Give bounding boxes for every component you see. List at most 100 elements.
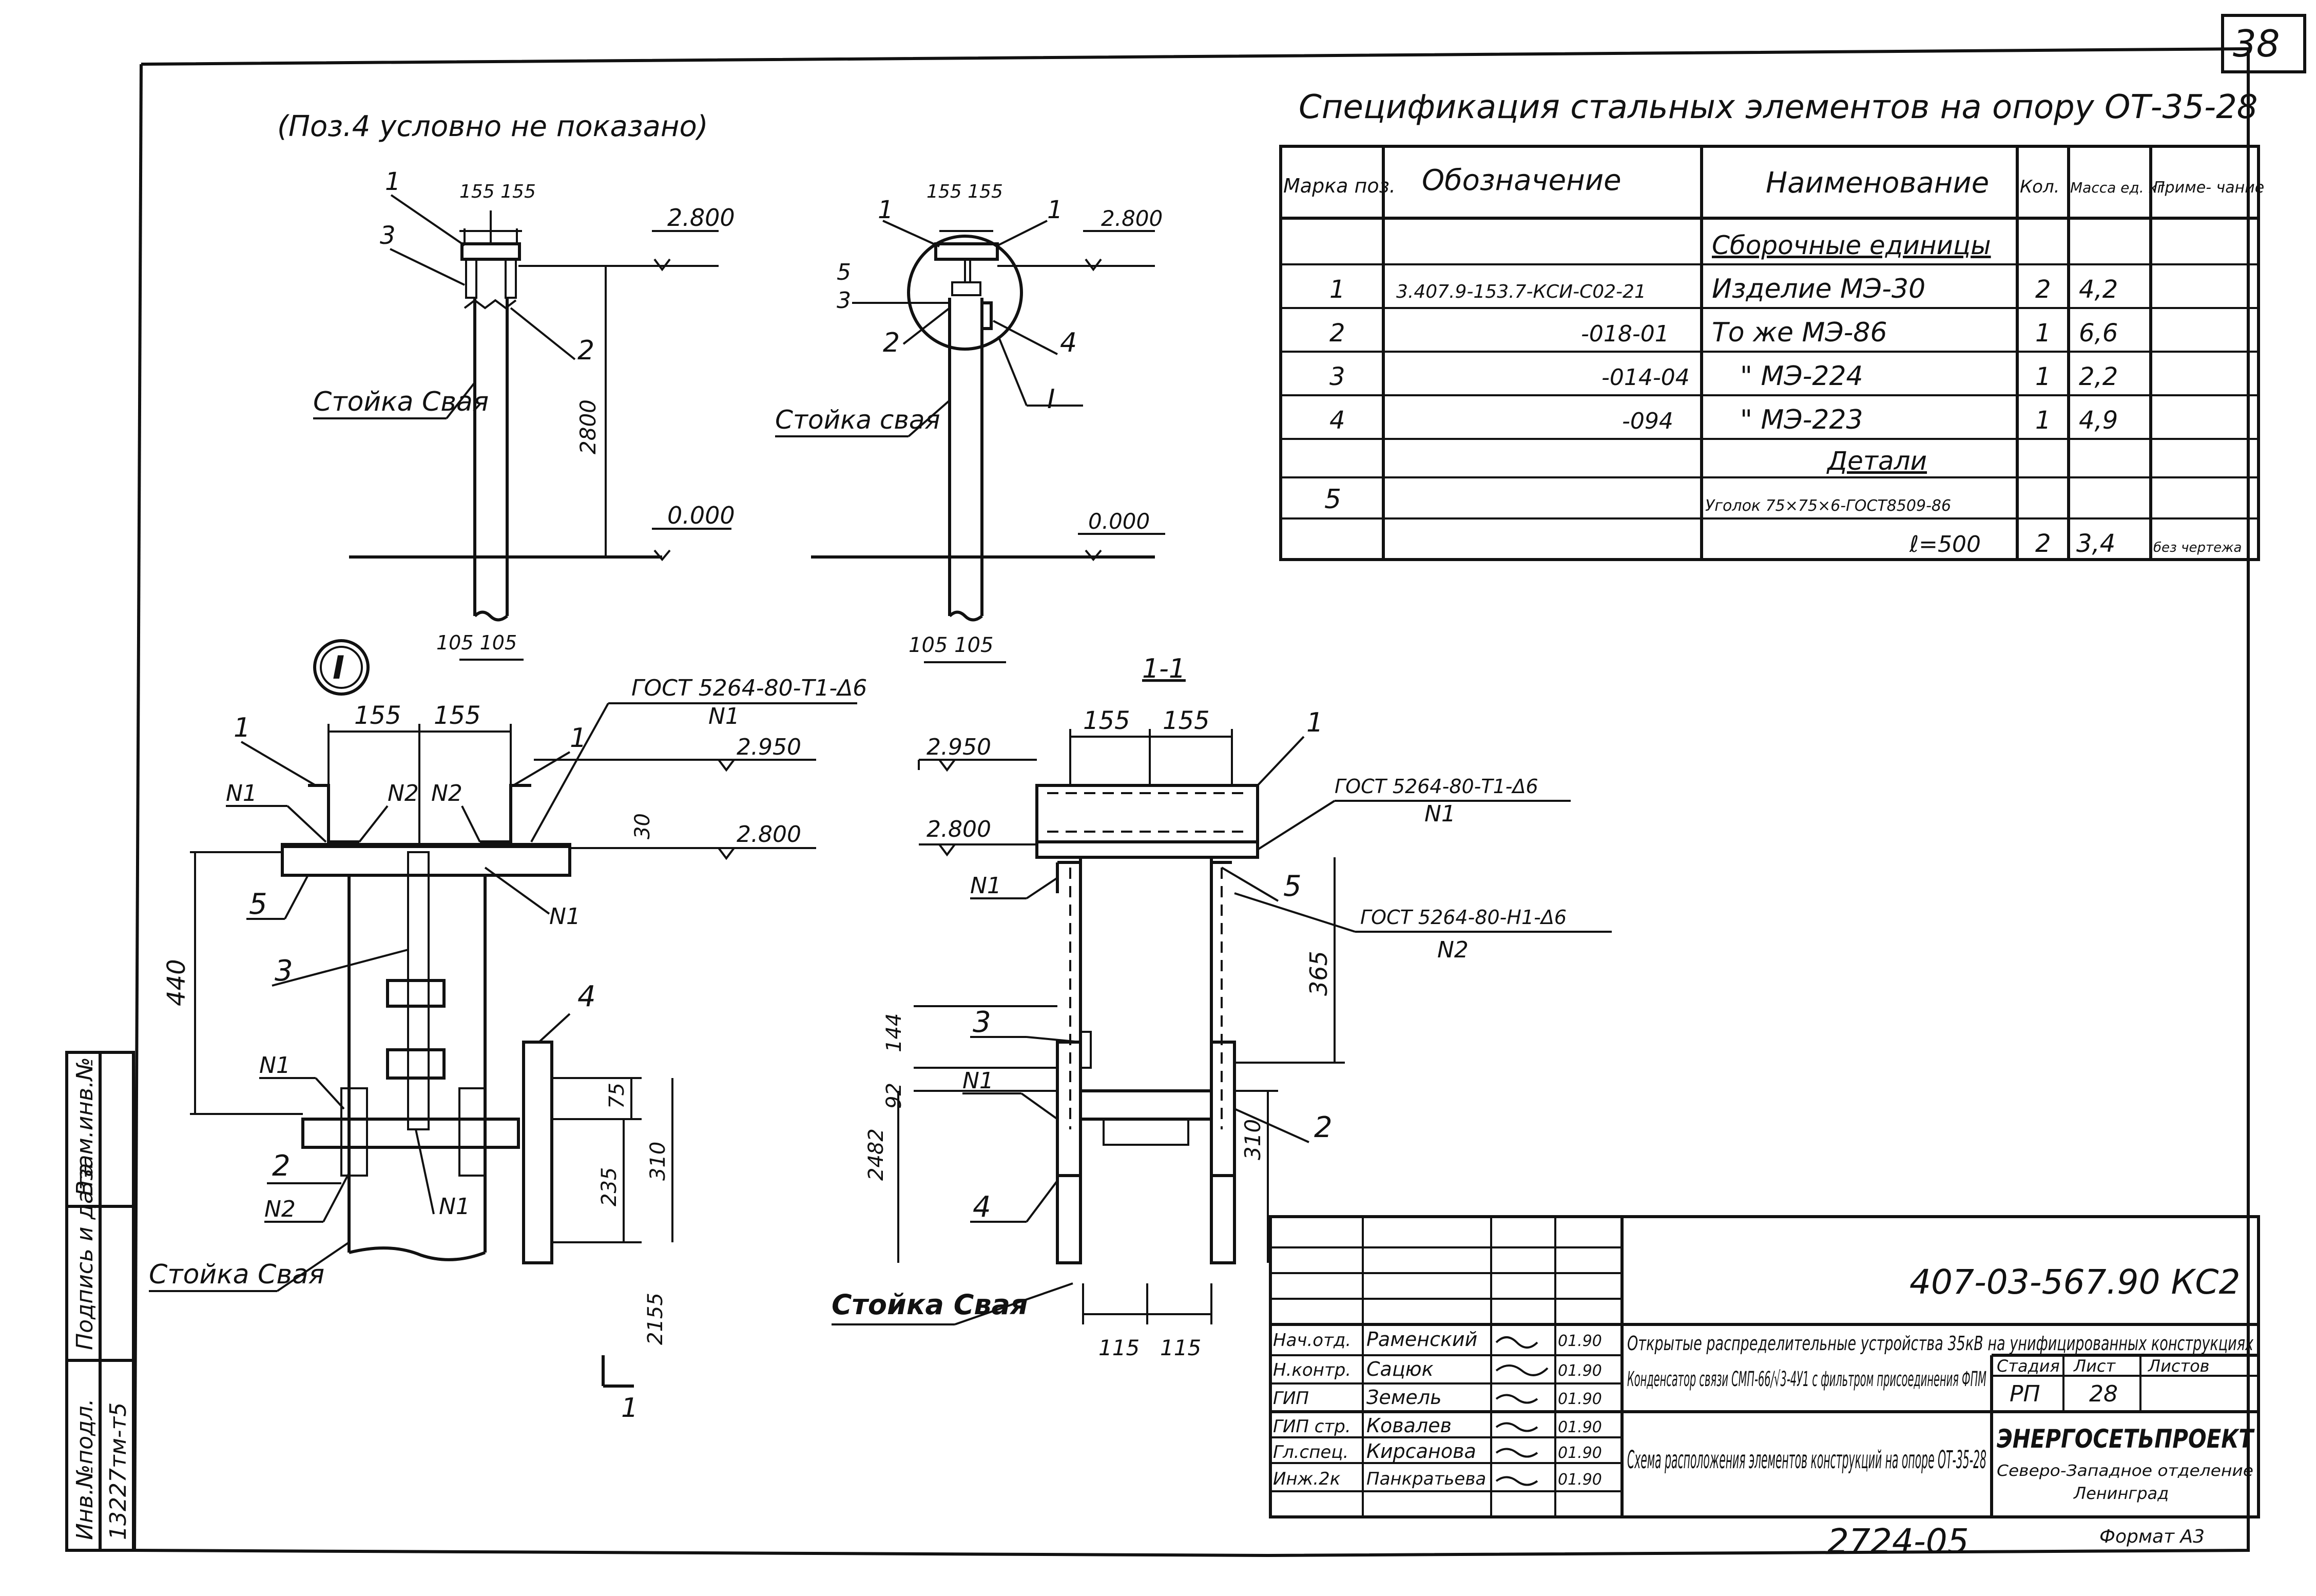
side-stamp-replace: Взам.инв.№	[72, 1057, 98, 1196]
section-dim: 115	[1160, 1335, 1201, 1360]
detail-I-gost: ГОСТ 5264-80-Т1-Δ6	[631, 675, 867, 701]
staff-date: 01.90	[1558, 1444, 1602, 1462]
spec-detail-note: без чертежа	[2153, 540, 2242, 555]
section-callout-5: 5	[1283, 870, 1302, 903]
title-block: 407-03-567.90 КС2 Открытые распределител…	[1269, 1215, 2260, 1547]
section-dim: 2482	[864, 1128, 888, 1181]
title-stage: РП	[2010, 1381, 2040, 1407]
spec-row-designation: 3.407.9-153.7-КСИ-С02-21	[1396, 281, 1646, 302]
left-pile-label: Стойка Свая	[313, 387, 489, 417]
detail-I-weld-n1c: N1	[259, 1052, 291, 1079]
spec-detail-qty: 2	[2035, 529, 2051, 558]
section-dim: 144	[882, 1013, 906, 1052]
detail-I-weld-n1: N1	[226, 780, 257, 806]
title-sheet: 28	[2089, 1381, 2118, 1407]
section-gost-2: ГОСТ 5264-80-Н1-Δ6	[1360, 906, 1567, 929]
spec-row-designation: -094	[1622, 408, 1673, 434]
spec-header-note: Приме- чание	[2153, 179, 2264, 197]
section-gost-1: ГОСТ 5264-80-Т1-Δ6	[1335, 775, 1538, 798]
staff-role: Гл.спец.	[1273, 1442, 1348, 1463]
detail-I-weld-n1b: N1	[549, 903, 581, 930]
elevation-left: 155 155 1 3 2 2.800 2800 0.000 Стойка Св…	[313, 167, 735, 661]
middle-dim-bottom: 105 105	[909, 633, 993, 657]
section-gost-2-weld: N2	[1437, 937, 1469, 963]
left-callout: 1	[385, 167, 401, 196]
title-stage-header: Стадия	[1997, 1356, 2060, 1376]
title-company: ЭНЕРГОСЕТЬПРОЕКТ	[1997, 1424, 2255, 1454]
spec-row-qty: 2	[2035, 275, 2051, 304]
spec-section-details: Детали	[1826, 446, 1927, 476]
spec-header-pos: Марка поз.	[1283, 175, 1396, 197]
staff-name: Ковалев	[1366, 1414, 1452, 1437]
spec-row-qty: 1	[2035, 319, 2051, 348]
detail-I-callout-2: 2	[272, 1149, 291, 1183]
section-dim: 155	[1083, 706, 1130, 735]
left-level-ground: 0.000	[667, 502, 735, 529]
spec-row-pos: 4	[1329, 406, 1345, 435]
spec-row-qty: 1	[2035, 362, 2051, 391]
middle-dim-top: 155 155	[927, 181, 1003, 202]
left-height-dim: 2800	[575, 399, 601, 454]
title-drawing: Схема расположения элементов конструкций…	[1627, 1446, 1986, 1474]
spec-row-mass: 2,2	[2079, 362, 2118, 391]
detail-I-weld-n2: N2	[388, 780, 419, 806]
section-gost-1-weld: N1	[1424, 801, 1456, 827]
detail-I-gost-weld: N1	[708, 703, 740, 729]
section-title: 1-1	[1142, 653, 1186, 684]
spec-row-name: " МЭ-224	[1740, 361, 1863, 392]
staff-date: 01.90	[1558, 1418, 1602, 1436]
spec-detail-name: Уголок 75×75×6-ГОСТ8509-86	[1705, 497, 1951, 515]
detail-I-callout-1: 1	[234, 713, 250, 743]
spec-row-mass: 6,6	[2079, 319, 2118, 348]
staff-date: 01.90	[1558, 1390, 1602, 1408]
detail-I-section-mark: 1	[621, 1393, 638, 1424]
detail-I-level: 2.950	[737, 734, 801, 760]
section-weld-n1: N1	[970, 873, 1001, 899]
left-dim-top: 155 155	[459, 181, 536, 202]
spec-title: Спецификация стальных элементов на опору…	[1299, 88, 2258, 126]
sheet-frame: 38	[133, 14, 2306, 1557]
staff-row: Нач.отд. Раменский 01.90	[1273, 1328, 1602, 1351]
title-code: 407-03-567.90 КС2	[1909, 1262, 2240, 1302]
side-stamp-inv: Инв.№подл.	[72, 1398, 98, 1540]
side-stamp-sign: Подпись и дата	[72, 1163, 98, 1350]
bottom-archive-number: 2724-05	[1827, 1522, 1969, 1561]
middle-pile-label: Стойка свая	[775, 405, 940, 435]
staff-name: Сацюк	[1366, 1358, 1434, 1380]
detail-I-marker: I	[333, 649, 344, 686]
staff-name: Панкратьева	[1366, 1469, 1486, 1489]
detail-I-pile-label: Стойка Свая	[149, 1259, 324, 1290]
middle-callout: 2	[883, 328, 900, 358]
middle-callout: 3	[837, 287, 851, 314]
detail-I-dim: 30	[631, 813, 654, 839]
title-sheets-header: Листов	[2148, 1356, 2210, 1376]
detail-I-dim: 440	[162, 959, 191, 1006]
staff-name: Кирсанова	[1366, 1440, 1476, 1463]
spec-header-mass: Масса ед. кг	[2070, 179, 2165, 196]
specification-table: Спецификация стальных элементов на опору…	[1279, 88, 2264, 561]
side-stamp-number: 13227тм-т5	[105, 1402, 131, 1540]
middle-callout: 1	[1047, 196, 1063, 224]
section-dim: 115	[1098, 1335, 1140, 1360]
staff-date: 01.90	[1558, 1332, 1602, 1350]
section-dim: 155	[1163, 706, 1210, 735]
title-project: Открытые распределительные устройства 35…	[1627, 1332, 2253, 1355]
left-callout: 2	[577, 335, 594, 366]
section-callout-2: 2	[1314, 1111, 1333, 1144]
spec-row-name: То же МЭ-86	[1712, 317, 1887, 348]
spec-row-pos: 1	[1329, 275, 1345, 304]
detail-I-callout-4: 4	[577, 980, 596, 1013]
middle-callout: 5	[837, 259, 851, 285]
spec-row-qty: 1	[2035, 406, 2051, 435]
detail-I-level: 2.800	[737, 821, 801, 848]
detail-I-dim: 155	[434, 701, 481, 730]
section-weld-n1b: N1	[962, 1068, 994, 1094]
detail-I-dim: 235	[597, 1167, 621, 1206]
title-sheet-header: Лист	[2073, 1356, 2116, 1376]
title-object: Конденсатор связи СМП-66/√3-4У1 с фильтр…	[1627, 1368, 1986, 1391]
detail-I-callout-1b: 1	[570, 723, 587, 754]
title-company-sub: Северо-Западное отделение	[1997, 1462, 2253, 1480]
staff-row: Гл.спец. Кирсанова 01.90	[1273, 1440, 1602, 1463]
middle-callout: 4	[1060, 328, 1077, 358]
staff-role: Н.контр.	[1273, 1360, 1351, 1380]
